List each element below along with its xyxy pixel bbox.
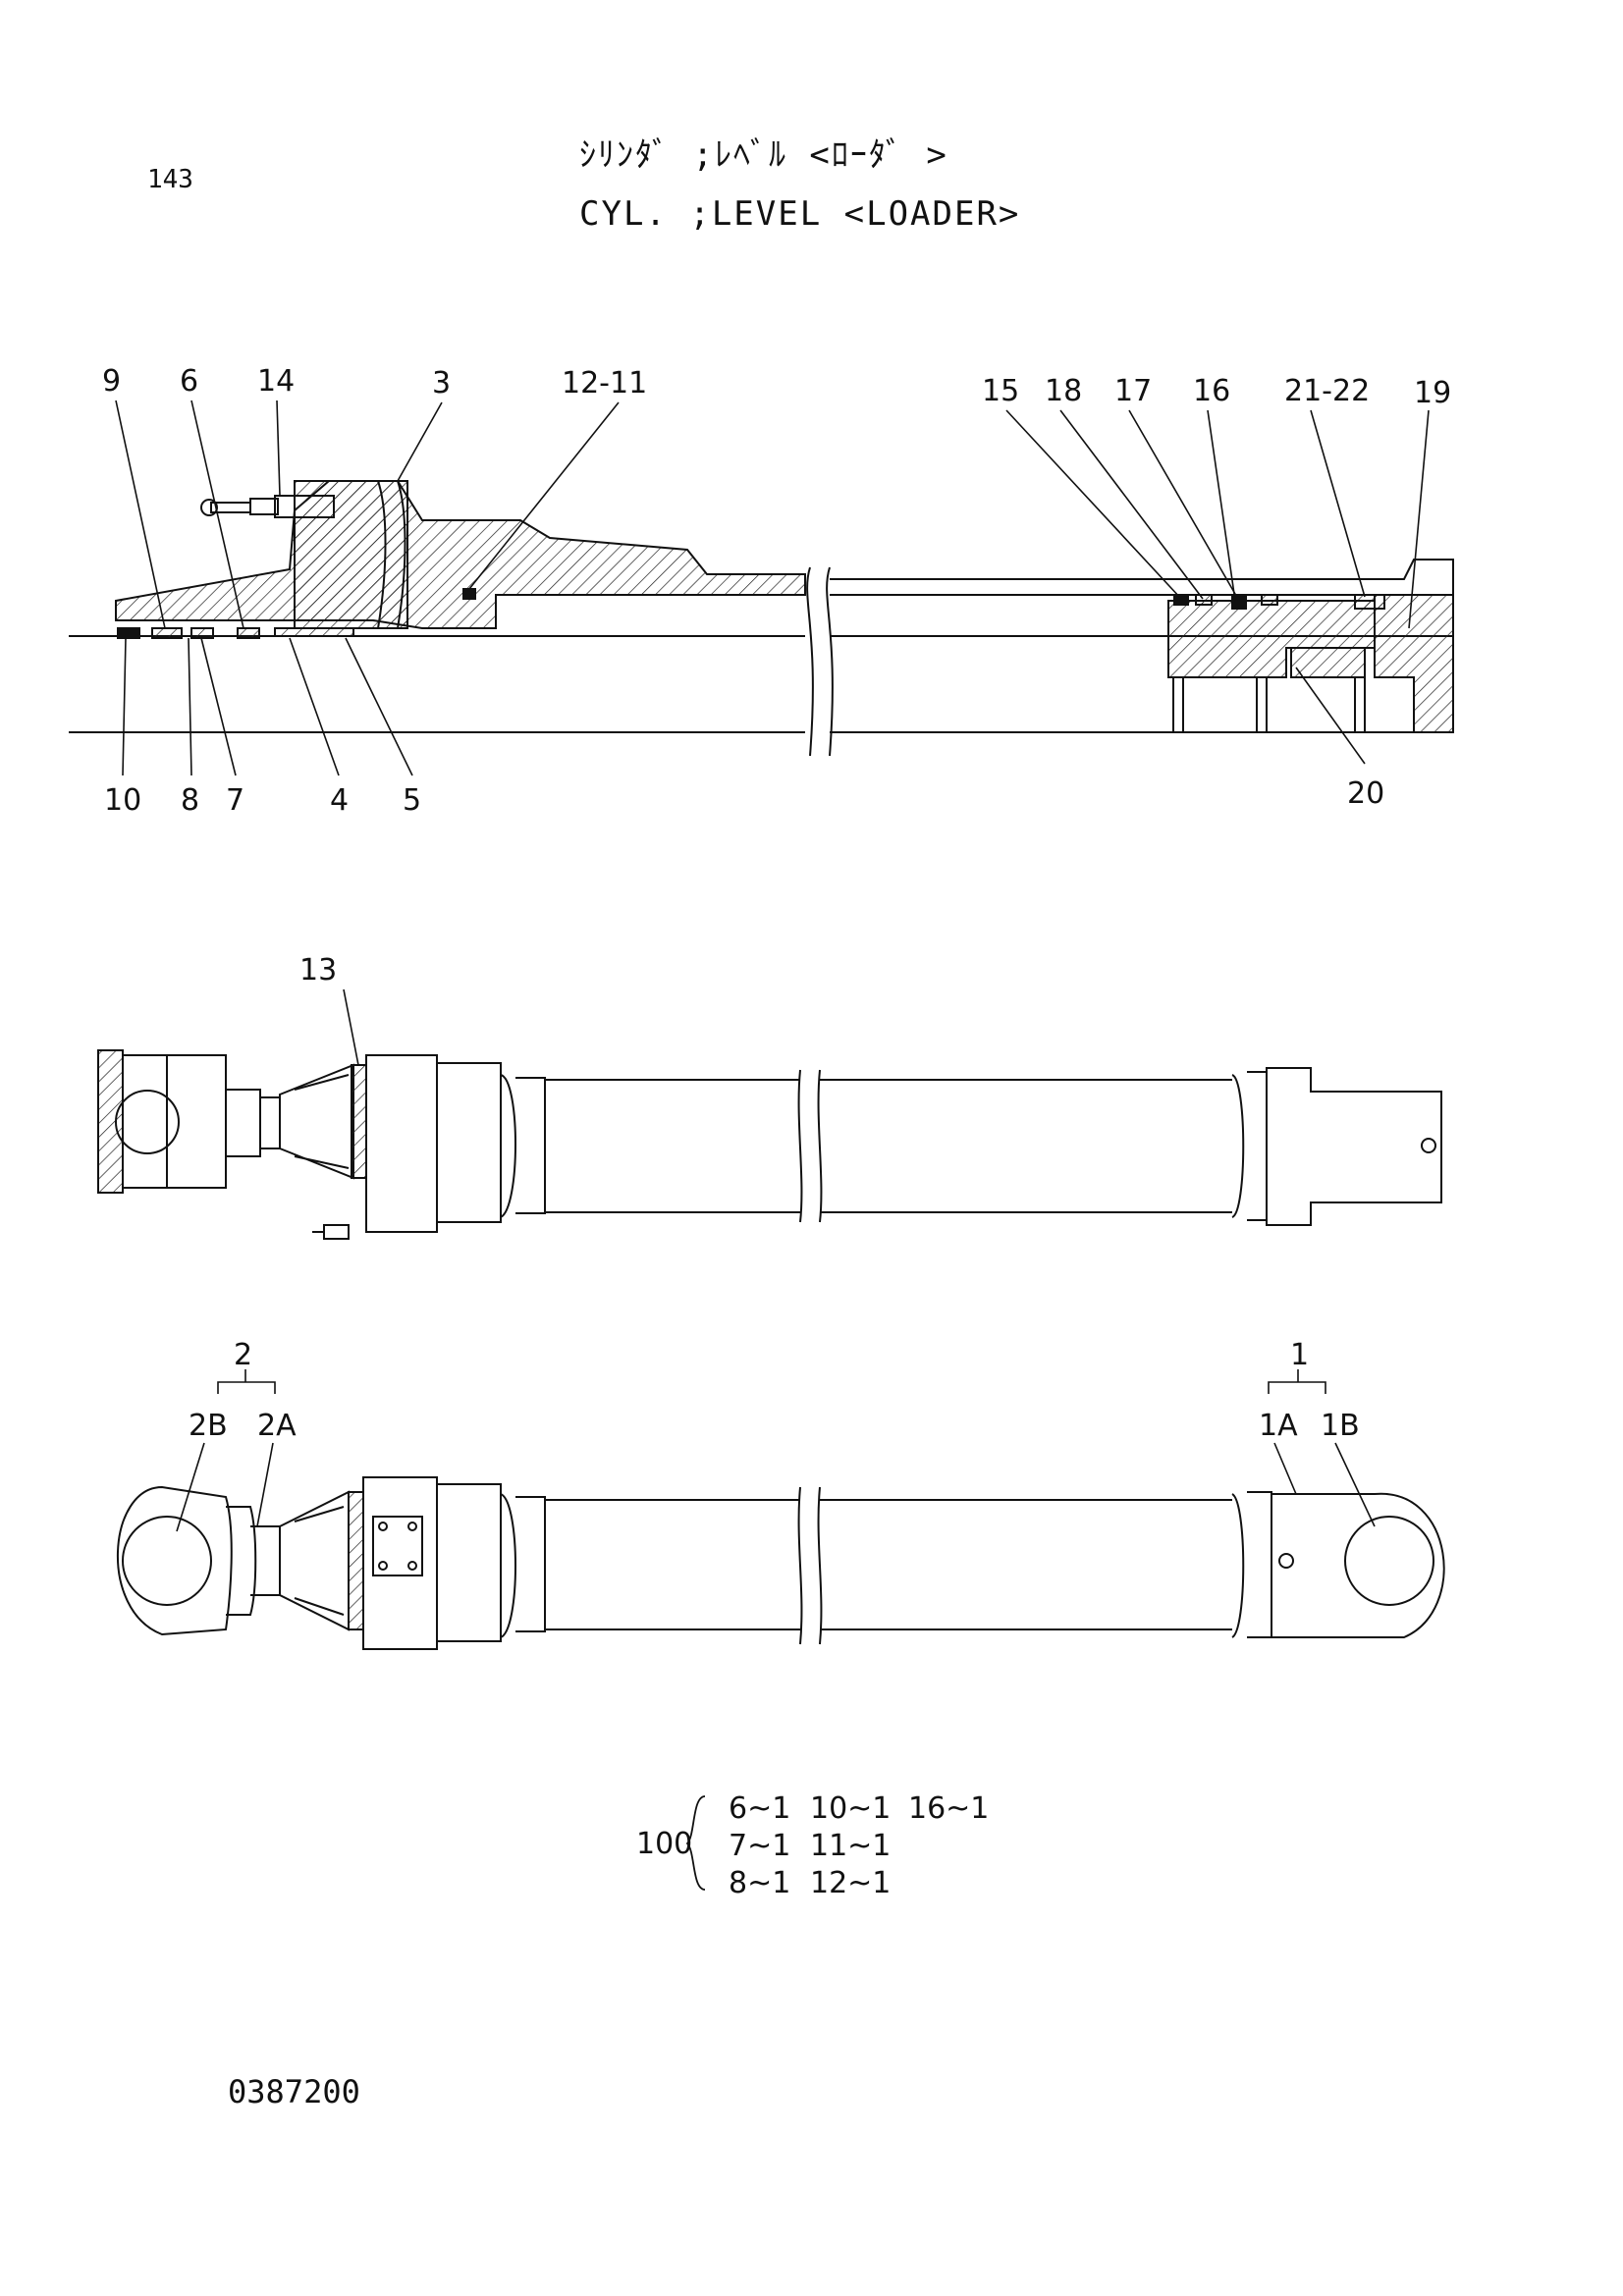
callout-label: 14 [257, 364, 295, 399]
callout-label: 16 [1193, 374, 1230, 408]
page-number: 143 [147, 165, 193, 194]
callout-label: 18 [1045, 374, 1082, 408]
callout-label: 3 [432, 366, 451, 400]
callout-label: 2A [257, 1409, 297, 1443]
callout-label: 4 [330, 783, 349, 818]
callout-label: 10 [104, 783, 141, 818]
seal-kit-item: 10~1 [810, 1791, 891, 1826]
callout-label: 6 [180, 364, 198, 399]
callout-label: 12-11 [562, 366, 647, 400]
title-japanese: ｼﾘﾝﾀﾞ ;ﾚﾍﾞﾙ <ﾛｰﾀﾞ > [579, 135, 948, 175]
leader-lines-section [115, 400, 1430, 776]
callout-label: 1B [1321, 1409, 1360, 1443]
callout-label: 20 [1347, 776, 1384, 811]
callout-label: 7 [226, 783, 244, 818]
callout-label: 19 [1414, 376, 1451, 410]
seal-kit-item: 11~1 [810, 1829, 891, 1863]
port-block [294, 480, 408, 629]
seal-kit-item: 8~1 [729, 1866, 790, 1900]
rod-end-cap [1374, 594, 1454, 733]
seal-kit-item: 7~1 [729, 1829, 790, 1863]
callout-label: 2 [234, 1338, 252, 1372]
section-view [69, 480, 1454, 757]
drawing-id: 0387200 [228, 2073, 360, 2110]
title-english: CYL. ;LEVEL <LOADER> [579, 194, 1021, 234]
callout-label: 17 [1114, 374, 1152, 408]
callout-label: 9 [102, 364, 121, 399]
side-view [97, 1049, 1442, 1240]
callouts-section: 9 6 14 3 12-11 15 18 17 16 21-22 19 10 8… [102, 364, 1451, 818]
callout-label: 5 [403, 783, 421, 818]
leader-lines-assembly [176, 1369, 1376, 1532]
seal-kit-item: 6~1 [729, 1791, 790, 1826]
callout-label: 13 [299, 953, 337, 988]
callout-label: 1A [1259, 1409, 1298, 1443]
assembly-view [117, 1476, 1445, 1650]
seal-kit-list: 100 6~1 10~1 16~1 7~1 11~1 8~1 12~1 [636, 1791, 989, 1900]
seal-kit-number: 100 [636, 1827, 692, 1861]
callout-label: 2B [189, 1409, 228, 1443]
callouts-assembly: 2 2B 2A 1 1A 1B [189, 1338, 1360, 1443]
seal-kit-item: 16~1 [908, 1791, 989, 1826]
piston-nut [1290, 647, 1366, 678]
callout-label: 21-22 [1284, 374, 1370, 408]
grease-fitting-icon [200, 495, 335, 518]
callout-label: 15 [982, 374, 1019, 408]
callout-label: 1 [1290, 1338, 1309, 1372]
seal-kit-item: 12~1 [810, 1866, 891, 1900]
callout-label: 8 [181, 783, 199, 818]
